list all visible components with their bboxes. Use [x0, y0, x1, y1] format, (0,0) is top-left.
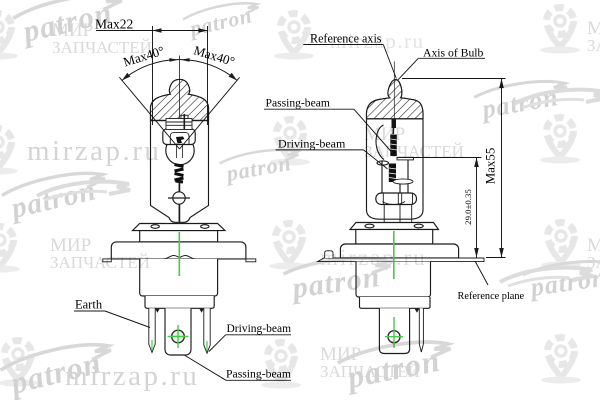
svg-text:Passing-beam: Passing-beam — [266, 97, 330, 110]
svg-text:Axis of Bulb: Axis of Bulb — [423, 46, 484, 59]
svg-text:Reference plane: Reference plane — [458, 291, 525, 302]
svg-text:mirzap.ru: mirzap.ru — [330, 29, 425, 53]
svg-text:Driving-beam: Driving-beam — [227, 323, 292, 335]
svg-text:Reference axis: Reference axis — [310, 32, 382, 46]
svg-text:Earth: Earth — [75, 298, 103, 312]
svg-text:29.0±0.35: 29.0±0.35 — [463, 189, 473, 225]
svg-text:mirzap.ru: mirzap.ru — [27, 135, 161, 167]
svg-text:Max55: Max55 — [483, 148, 498, 185]
